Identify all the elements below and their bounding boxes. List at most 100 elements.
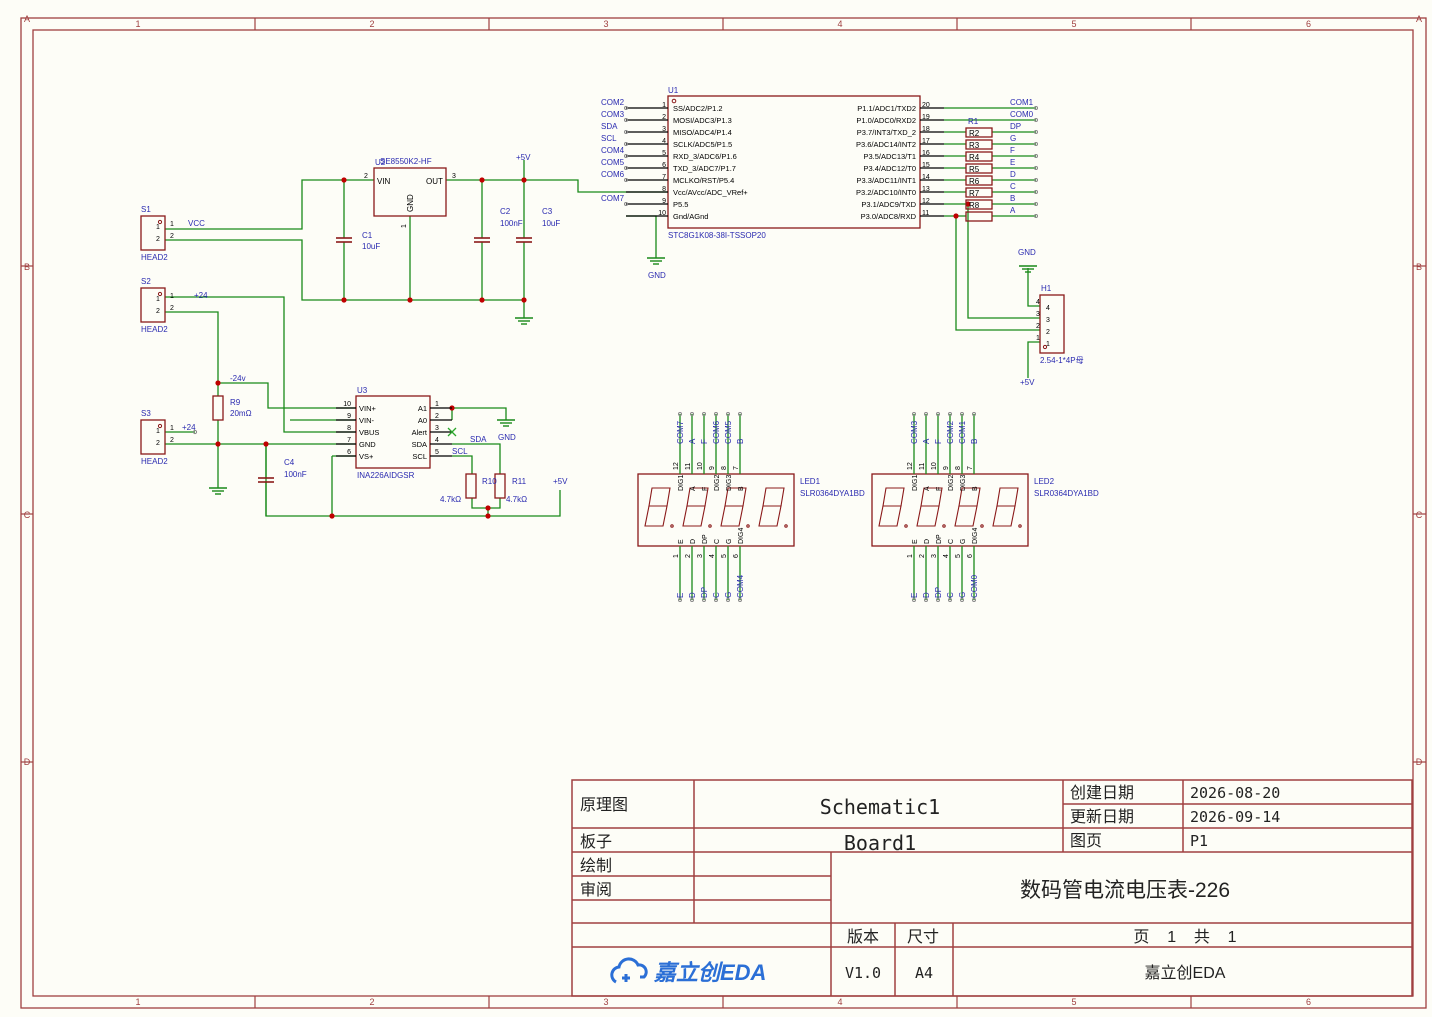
label: 10uF bbox=[542, 219, 560, 228]
port-marker bbox=[948, 412, 952, 416]
pin-number: 16 bbox=[922, 150, 930, 157]
pin-name: SCL bbox=[412, 452, 427, 461]
title-block bbox=[571, 779, 1413, 997]
port-marker bbox=[624, 154, 628, 158]
net-label: SDA bbox=[601, 122, 618, 131]
size-label: 尺寸 bbox=[907, 928, 939, 946]
capacitor-c3 bbox=[516, 237, 532, 243]
wire bbox=[452, 407, 507, 420]
ref-designator: R2 bbox=[969, 129, 980, 138]
pin-number: 5 bbox=[435, 449, 439, 456]
port-marker bbox=[624, 202, 628, 206]
drawn-label: 绘制 bbox=[580, 857, 612, 875]
pin-number: 1 bbox=[170, 221, 174, 228]
pin-number: 3 bbox=[435, 425, 439, 432]
pin-number: 7 bbox=[662, 174, 666, 181]
zone-col-label: 2 bbox=[369, 997, 374, 1007]
port-marker bbox=[912, 412, 916, 416]
zone-col-label: 4 bbox=[837, 19, 842, 29]
pin-name: VIN+ bbox=[359, 404, 377, 413]
net-label: COM0 bbox=[970, 574, 979, 598]
port-marker bbox=[1034, 166, 1038, 170]
zone-row-label: D bbox=[24, 757, 31, 767]
port-marker bbox=[624, 166, 628, 170]
net-label: B bbox=[1010, 194, 1015, 203]
pin-number: 6 bbox=[733, 554, 740, 558]
net-label: G bbox=[724, 592, 733, 598]
pin-name: MCLKO/RST/P5.4 bbox=[673, 176, 734, 185]
pin1-marker bbox=[1042, 344, 1048, 350]
pin-number: 4 bbox=[709, 554, 716, 558]
pin-number: 12 bbox=[673, 462, 680, 470]
port-marker bbox=[948, 598, 952, 602]
junction-dot bbox=[407, 297, 413, 303]
port-marker bbox=[714, 598, 718, 602]
pin-name: G bbox=[726, 539, 733, 544]
pin-name: A0 bbox=[418, 416, 427, 425]
port-marker bbox=[624, 178, 628, 182]
net-label: COM4 bbox=[601, 146, 625, 155]
resistor-r11 bbox=[494, 473, 506, 499]
logo-text: 嘉立创EDA bbox=[653, 960, 766, 985]
resistor-array-element bbox=[965, 187, 993, 198]
seven-segment-digit bbox=[758, 487, 788, 528]
review-label: 审阅 bbox=[580, 881, 612, 899]
components: 12S1HEAD21212S2HEAD21212S3HEAD212SE8550K… bbox=[140, 86, 1099, 602]
pin-name: VIN bbox=[377, 177, 391, 186]
pin-number: 6 bbox=[967, 554, 974, 558]
pin-name: A bbox=[690, 486, 697, 491]
label: C2 bbox=[500, 207, 511, 216]
port-marker bbox=[690, 412, 694, 416]
ref-designator: R5 bbox=[969, 165, 980, 174]
pin-number: 2 bbox=[1046, 329, 1050, 336]
pin-name: DIG4 bbox=[972, 528, 979, 544]
zone-col-label: 1 bbox=[135, 19, 140, 29]
label: C1 bbox=[362, 231, 373, 240]
net-label: SCL bbox=[601, 134, 617, 143]
junction-dot bbox=[341, 177, 347, 183]
pin-name: E bbox=[678, 539, 685, 544]
pin-number: 1 bbox=[156, 224, 160, 231]
junction-dot bbox=[341, 297, 347, 303]
pin-name: Vcc/AVcc/ADC_VRef+ bbox=[673, 188, 748, 197]
pin-name: VIN- bbox=[359, 416, 375, 425]
pin-number: 8 bbox=[662, 186, 666, 193]
net-label: COM6 bbox=[712, 420, 721, 444]
capacitor-c4 bbox=[258, 477, 274, 483]
net-label: SDA bbox=[470, 435, 487, 444]
net-label: COM3 bbox=[601, 110, 625, 119]
segment-bottom-half bbox=[644, 505, 668, 527]
resistor-array-element bbox=[965, 175, 993, 186]
decimal-point bbox=[1018, 524, 1022, 528]
pin-number: 3 bbox=[931, 554, 938, 558]
page-number: P1 bbox=[1190, 832, 1208, 850]
pin-number: 19 bbox=[922, 114, 930, 121]
seven-segment-digit bbox=[916, 487, 946, 528]
schematic-name: Schematic1 bbox=[820, 795, 940, 819]
segment-bottom-half bbox=[954, 505, 978, 527]
junction-dot bbox=[485, 513, 491, 519]
segment-bottom-half bbox=[682, 505, 706, 527]
capacitor-c1 bbox=[336, 237, 352, 243]
pin-name: G bbox=[960, 539, 967, 544]
zone-row-label: C bbox=[24, 510, 31, 520]
port-marker bbox=[1034, 154, 1038, 158]
segment-top-half bbox=[996, 487, 1019, 507]
net-label: +24 bbox=[194, 291, 208, 300]
pin-number: 2 bbox=[156, 440, 160, 447]
segment-top-half bbox=[882, 487, 905, 507]
pin-name: P1.1/ADC1/TXD2 bbox=[857, 104, 916, 113]
seven-segment-digit bbox=[720, 487, 750, 528]
pin-name: SS/ADC2/P1.2 bbox=[673, 104, 723, 113]
junction-dot bbox=[521, 177, 527, 183]
part-value: HEAD2 bbox=[141, 457, 168, 466]
port-marker bbox=[924, 598, 928, 602]
label: 100nF bbox=[500, 219, 523, 228]
ref-designator: S2 bbox=[141, 277, 151, 286]
port-marker bbox=[678, 412, 682, 416]
ref-designator: R6 bbox=[969, 177, 980, 186]
pin-number: 8 bbox=[955, 466, 962, 470]
pin-number: 1 bbox=[401, 224, 408, 228]
pin-name: D bbox=[924, 539, 931, 544]
